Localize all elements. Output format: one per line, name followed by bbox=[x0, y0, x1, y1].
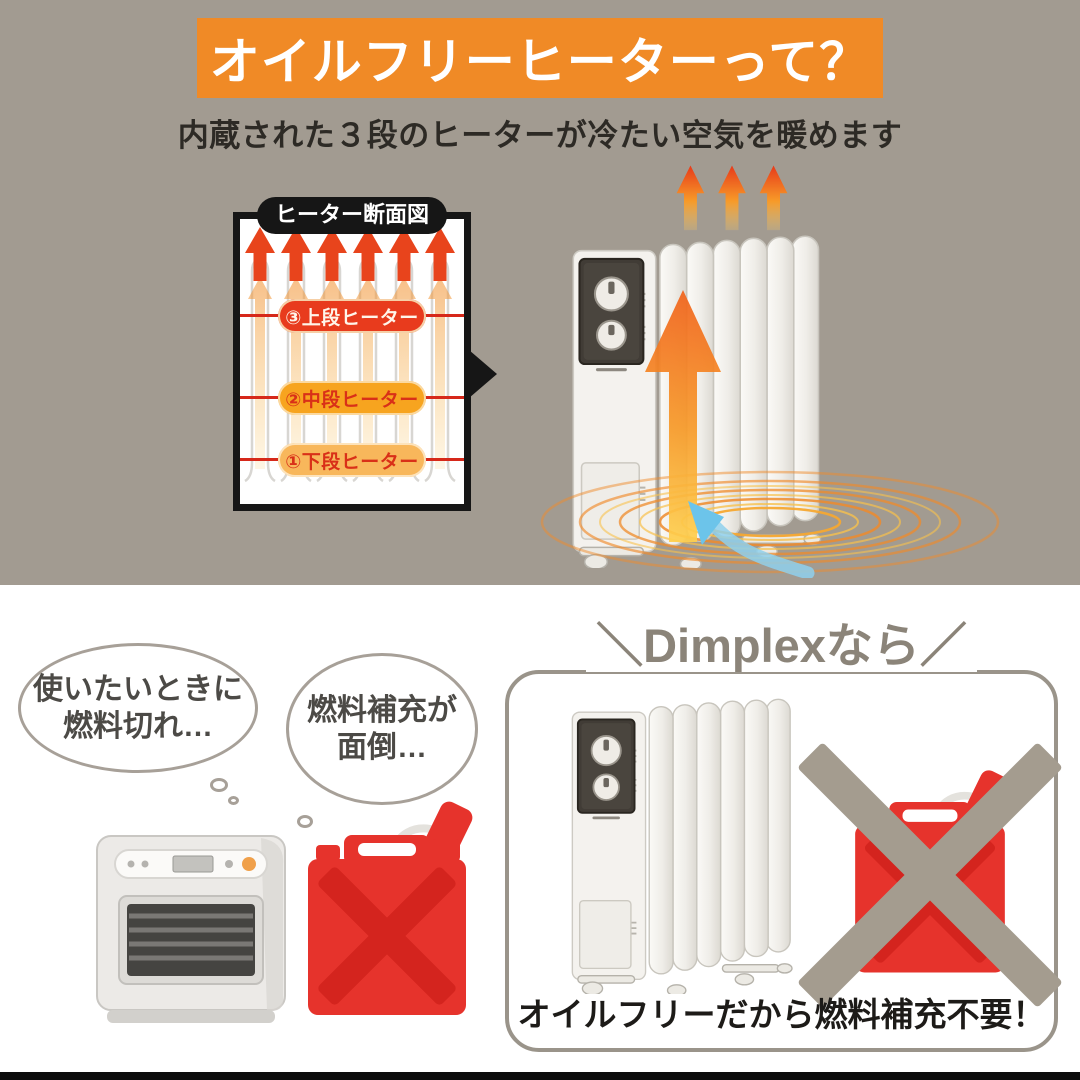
page-title: オイルフリーヒーターって？ bbox=[209, 34, 871, 90]
comparison-section: 使いたいときに 燃料切れ… 燃料補充が 面倒… bbox=[0, 585, 1080, 1080]
bubble-tail-icon bbox=[228, 796, 239, 805]
cold-air-arrow-icon bbox=[688, 501, 815, 578]
fuel-can-icon bbox=[292, 795, 482, 1025]
dimplex-solution-box: オイルフリーだから燃料補充不要！ bbox=[505, 670, 1063, 1052]
heater-level-pill-top: ③上段ヒーター bbox=[278, 299, 426, 333]
pointer-arrow-icon bbox=[469, 350, 497, 398]
solution-caption: オイルフリーだから燃料補充不要！ bbox=[517, 996, 1046, 1033]
bubble-line: 面倒… bbox=[337, 731, 427, 764]
bubble-line: 使いたいときに bbox=[33, 672, 243, 706]
dimplex-heading: ＼Dimplexなら／ bbox=[505, 607, 1058, 676]
brand-name: Dimplexなら bbox=[643, 619, 920, 672]
bubble-tail-icon bbox=[297, 815, 313, 828]
hero-section: オイルフリーヒーターって？ 内蔵された３段のヒーターが冷たい空気を暖めます ヒー… bbox=[0, 0, 1080, 585]
cutaway-label: ヒーター断面図 bbox=[256, 197, 448, 234]
bubble-line: 燃料切れ… bbox=[63, 710, 213, 743]
slash-right: ／ bbox=[919, 619, 967, 672]
no-fuel-needed-graphic bbox=[797, 736, 1063, 1014]
title-banner: オイルフリーヒーターって？ bbox=[197, 18, 883, 98]
footer-bar bbox=[0, 1072, 1080, 1080]
rising-heat-arrows-icon bbox=[676, 165, 788, 231]
heater-level-pill-bottom: ①下段ヒーター bbox=[278, 443, 426, 477]
bubble-line: 燃料補充が bbox=[307, 693, 457, 727]
bubble-tail-icon bbox=[210, 778, 228, 792]
fan-heater-icon bbox=[96, 835, 286, 1023]
thought-bubble-fuel-out: 使いたいときに 燃料切れ… bbox=[18, 643, 258, 773]
page-subtitle: 内蔵された３段のヒーターが冷たい空気を暖めます bbox=[177, 118, 903, 153]
cutaway-diagram: ヒーター断面図 bbox=[233, 197, 497, 511]
rising-heat-big-arrow-icon bbox=[645, 290, 721, 542]
heater-photo bbox=[564, 692, 804, 994]
heater-level-pill-middle: ②中段ヒーター bbox=[278, 381, 426, 415]
slash-left: ＼ bbox=[596, 619, 644, 672]
dimplex-heading-text: ＼Dimplexなら／ bbox=[586, 619, 977, 672]
thought-bubble-refuel-hassle: 燃料補充が 面倒… bbox=[286, 653, 478, 805]
